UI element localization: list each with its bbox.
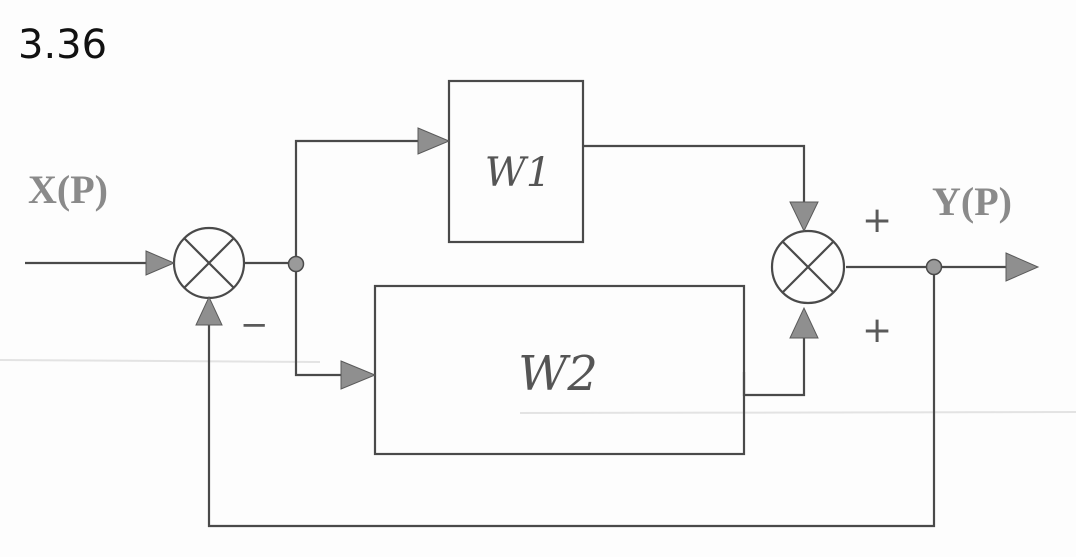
block-w2-label: W2	[518, 346, 598, 402]
arrow-into-sum1-left	[145, 250, 176, 276]
arrow-output	[1005, 252, 1040, 282]
summing-junction-2	[770, 229, 846, 305]
scan-noise	[0, 359, 1076, 414]
block-w2	[373, 284, 746, 456]
branch-point-2	[925, 258, 943, 276]
input-signal-label: X(P)	[28, 167, 108, 212]
block-w1-label: W1	[485, 150, 552, 196]
block-w1	[447, 79, 585, 244]
summing-junction-1	[172, 226, 246, 300]
arrow-into-sum2-bottom	[789, 306, 819, 339]
sum1-feedback-sign: −	[240, 305, 269, 345]
branch-to-w2-line	[294, 263, 345, 377]
feedback-line	[207, 267, 936, 528]
problem-number: 3.36	[18, 22, 108, 68]
arrow-into-w1	[417, 127, 451, 155]
w1-to-sum2-line	[583, 144, 806, 205]
w2-to-sum2-line	[742, 338, 806, 397]
sum2-bottom-sign: +	[862, 310, 892, 351]
arrow-into-sum2-top	[789, 201, 819, 233]
arrow-into-w2	[340, 360, 377, 390]
sum2-top-sign: +	[862, 200, 892, 241]
output-signal-label: Y(P)	[932, 179, 1012, 224]
branch-to-w1-line	[294, 139, 422, 263]
arrowheads	[145, 127, 1040, 390]
arrow-into-sum1-bottom	[195, 295, 223, 326]
branch-point-1	[287, 255, 305, 273]
